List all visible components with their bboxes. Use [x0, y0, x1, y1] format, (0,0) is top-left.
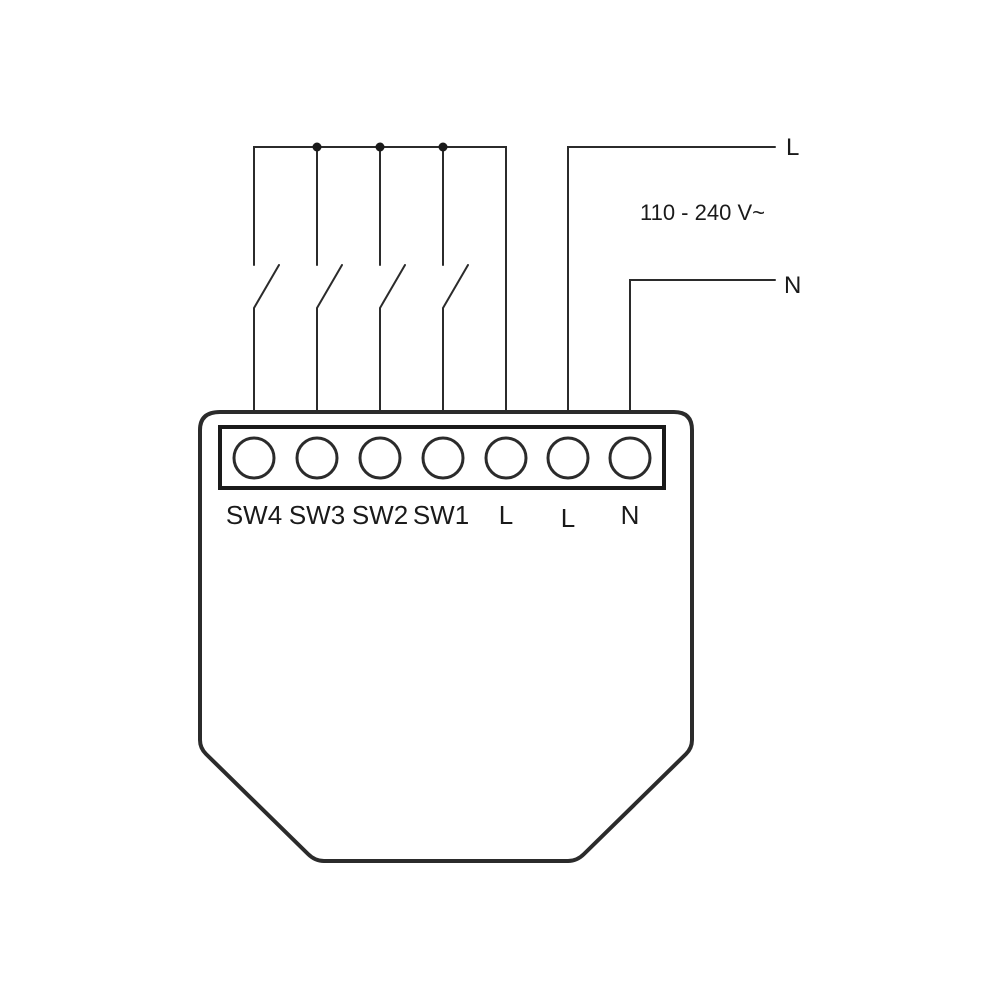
neutral-supply-label: N — [784, 272, 801, 299]
line-supply-label: L — [786, 134, 799, 161]
terminal-screw-l2 — [546, 436, 590, 480]
junction-node-sw1 — [438, 142, 448, 152]
switch-sw4-contact — [253, 264, 280, 411]
switch-sw3-contact — [316, 264, 343, 411]
terminal-label-l1: L — [499, 500, 513, 530]
terminal-screw-sw3 — [295, 436, 339, 480]
terminal-screw-sw2 — [358, 436, 402, 480]
terminal-label-sw4: SW4 — [226, 500, 282, 530]
junction-node-sw2 — [375, 142, 385, 152]
terminal-label-l2: L — [561, 503, 575, 533]
terminal-label-sw3: SW3 — [289, 500, 345, 530]
module-housing — [198, 410, 694, 863]
terminal-screw-sw4 — [232, 436, 276, 480]
neutral-supply-wire — [629, 279, 776, 411]
terminal-labels: SW4 SW3 SW2 SW1 L L N — [226, 500, 640, 533]
terminal-label-n: N — [621, 500, 640, 530]
line-supply-wire — [567, 146, 776, 411]
switch-wiring — [253, 142, 507, 411]
switch-sw2-contact — [379, 264, 406, 411]
voltage-rating-label: 110 - 240 V~ — [640, 200, 765, 225]
terminal-label-sw1: SW1 — [413, 500, 469, 530]
terminal-screw-l1 — [484, 436, 528, 480]
terminal-screw-sw1 — [421, 436, 465, 480]
junction-node-sw3 — [312, 142, 322, 152]
supply-wiring: L N 110 - 240 V~ — [567, 134, 801, 411]
terminal-label-sw2: SW2 — [352, 500, 408, 530]
terminal-screw-n — [608, 436, 652, 480]
switch-sw1-contact — [442, 264, 469, 411]
